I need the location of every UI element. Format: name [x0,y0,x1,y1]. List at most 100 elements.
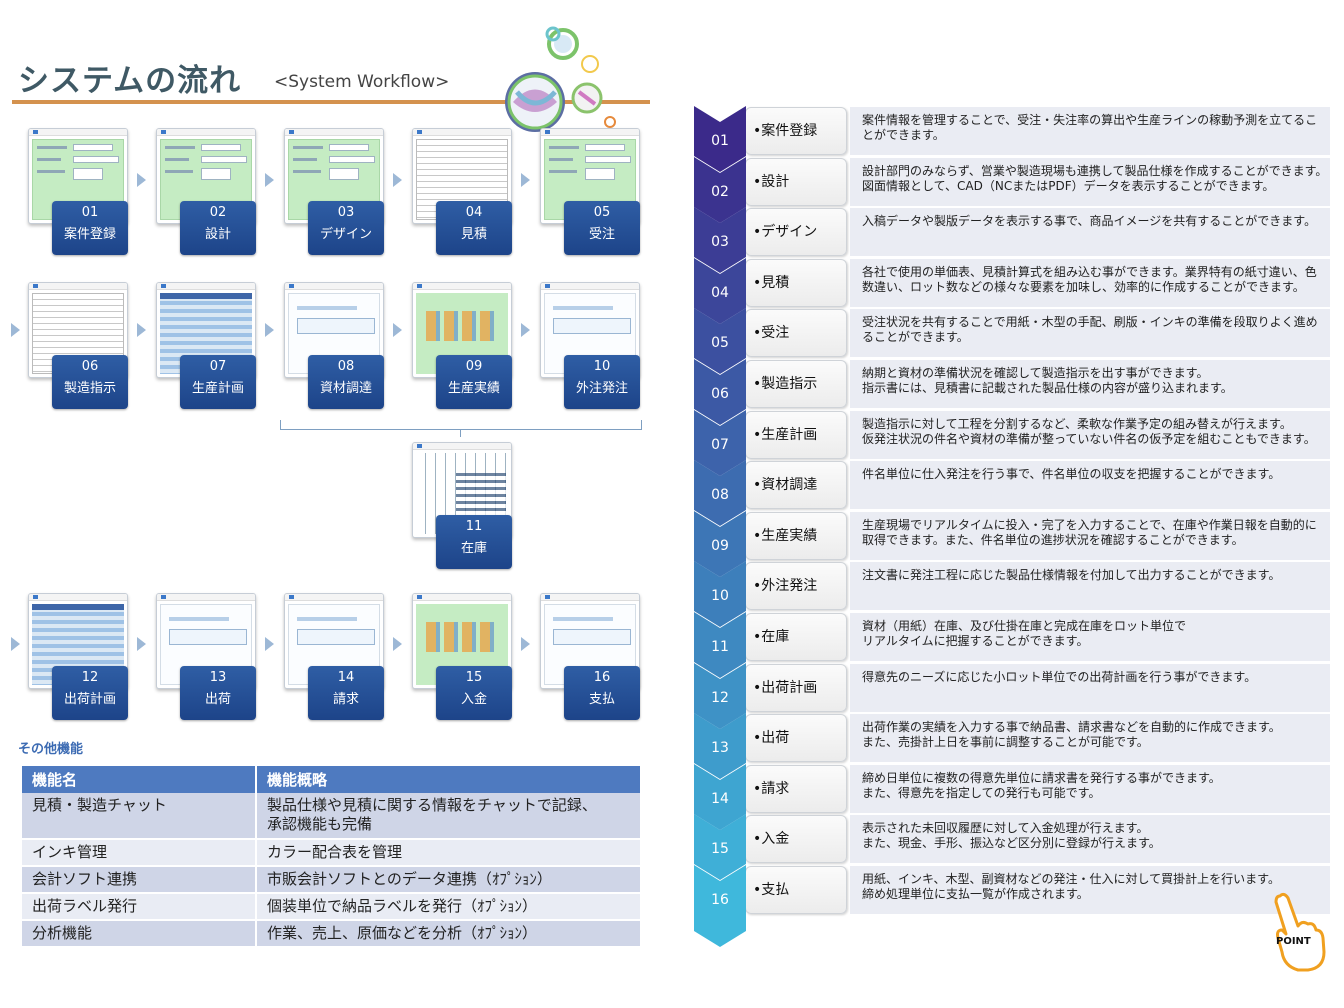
workflow-step-label: 見積 [460,227,487,242]
workflow-step-label: 在庫 [460,541,487,556]
step-number: 14 [711,790,729,807]
step-row-09[interactable]: 09•生産実績生産現場でリアルタイムに投入・完了を入力することで、在庫や作業日報… [694,510,1330,577]
workflow-step-label: 外注発注 [575,381,628,396]
flow-arrow-icon [521,637,530,651]
page-title: システムの流れ [18,63,242,99]
step-description: 件名単位に仕入発注を行う事で、件名単位の収支を把握することができます。 [850,461,1330,510]
step-description: 出荷作業の実績を入力する事で納品書、請求書などを自動的に作成できます。また、売掛… [850,714,1330,763]
step-row-08[interactable]: 08•資材調達件名単位に仕入発注を行う事で、件名単位の収支を把握することができま… [694,460,1330,527]
function-name-cell: 見積・製造チャット [22,793,257,840]
step-row-04[interactable]: 04•見積各社で使用の単価表、見積計算式を組み込む事ができます。業界特有の紙寸違… [694,257,1330,324]
workflow-step-08[interactable]: 08 資材調達 [284,282,388,409]
step-row-12[interactable]: 12•出荷計画得意先のニーズに応じた小ロット単位での出荷計画を行う事ができます。 [694,662,1330,729]
workflow-step-list: 01•案件登録案件情報を管理することで、受注・失注率の算出や生産ラインの稼動予測… [694,106,1330,947]
flow-arrow-icon [137,637,146,651]
step-chevron: 11 [694,612,746,684]
step-description: 注文書に発注工程に応じた製品仕様情報を付加して出力することができます。 [850,562,1330,611]
flow-arrow-icon [137,323,146,337]
step-description: 表示された未回収履歴に対して入金処理が行えます。また、現金、手形、振込など区分別… [850,815,1330,864]
step-number: 10 [711,588,729,605]
workflow-step-number: 16 [593,670,611,685]
step-number: 09 [711,537,729,554]
step-chevron: 16 [694,865,746,951]
step-row-11[interactable]: 11•在庫資材（用紙）在庫、及び仕掛在庫と完成在庫をロット単位でリアルタイムに把… [694,612,1330,678]
workflow-step-label: 請求 [332,692,359,707]
step-row-15[interactable]: 15•入金表示された未回収履歴に対して入金処理が行えます。また、現金、手形、振込… [694,814,1330,881]
workflow-step-label: 受注 [588,227,615,242]
step-description: 入稿データや製版データを表示する事で、商品イメージを共有することができます。 [850,208,1330,257]
step-chevron: 05 [694,308,746,380]
step-row-16[interactable]: 16•支払用紙、インキ、木型、副資材などの発注・仕入に対して買掛計上を行います。… [694,865,1330,947]
workflow-step-number: 11 [465,519,483,534]
flow-arrow-icon [521,323,530,337]
table-row: 会計ソフト連携市販会計ソフトとのデータ連携（ｵﾌﾟｼｮﾝ） [22,866,642,894]
column-header-function-name: 機能名 [22,766,257,793]
step-number: 02 [711,183,729,200]
step-name: •出荷 [745,714,847,763]
workflow-step-label: 資材調達 [319,381,372,396]
step-description: 締め日単位に複数の得意先単位に請求書を発行する事ができます。また、得意先を指定し… [850,764,1330,813]
step-number: 01 [711,133,729,149]
column-header-function-summary: 機能概略 [256,766,642,793]
workflow-step-11[interactable]: 11 在庫 [412,442,516,569]
step-chevron: 03 [694,207,746,279]
workflow-step-label: 出荷 [204,692,231,707]
workflow-step-label: 製造指示 [63,381,116,396]
flow-arrow-icon [393,173,402,187]
step-number: 05 [711,335,729,352]
step-row-01[interactable]: 01•案件登録案件情報を管理することで、受注・失注率の算出や生産ラインの稼動予測… [694,106,1330,172]
step-row-13[interactable]: 13•出荷出荷作業の実績を入力する事で納品書、請求書などを自動的に作成できます。… [694,713,1330,780]
step-row-03[interactable]: 03•デザイン入稿データや製版データを表示する事で、商品イメージを共有することが… [694,207,1330,274]
step-number: 11 [711,639,729,655]
workflow-step-number: 05 [593,205,611,220]
flow-arrow-icon [393,323,402,337]
function-name-cell: 会計ソフト連携 [22,866,257,894]
workflow-screenshot-thumbnail [412,282,512,378]
step-name: •案件登録 [745,107,847,155]
workflow-step-05[interactable]: 05 受注 [540,128,644,255]
step-description: 納期と資材の準備状況を確認して製造指示を出す事ができます。指示書には、見積書に記… [850,360,1330,408]
step-row-10[interactable]: 10 •外注発注注文書に発注工程に応じた製品仕様情報を付加して出力することができま… [694,561,1330,628]
other-functions-title: その他機能 [18,742,84,757]
step-number: 12 [711,689,729,706]
step-row-14[interactable]: 14 •請求締め日単位に複数の得意先単位に請求書を発行する事ができます。また、得意… [694,763,1330,830]
step-row-05[interactable]: 05•受注受注状況を共有することで用紙・木型の手配、刷版・インキの準備を段取りよ… [694,308,1330,375]
step-row-02[interactable]: 02•設計設計部門のみならず、営業や製造現場も連携して製品仕様を作成することがで… [694,156,1330,223]
step-row-06[interactable]: 06•製造指示納期と資材の準備状況を確認して製造指示を出す事ができます。指示書に… [694,359,1330,425]
step-description: 得意先のニーズに応じた小ロット単位での出荷計画を行う事ができます。 [850,663,1330,712]
step-name: •支払 [745,866,847,914]
step-name: •製造指示 [745,360,847,408]
step-name: •外注発注 [745,562,847,611]
step-chevron: 04 [694,257,746,330]
workflow-step-06[interactable]: 06 製造指示 [28,282,132,409]
step-row-07[interactable]: 07•生産計画製造指示に対して工程を分割するなど、柔軟な作業予定の組み替えが行え… [694,409,1330,476]
workflow-step-number: 08 [337,359,355,374]
workflow-step-number: 06 [81,359,99,374]
function-summary-cell: 個装単位で納品ラベルを発行（ｵﾌﾟｼｮﾝ） [256,893,642,921]
workflow-step-label: 案件登録 [63,227,116,242]
workflow-screenshot-thumbnail [540,128,640,224]
workflow-step-label: 設計 [204,227,231,242]
step-name: •請求 [745,764,847,813]
function-summary-cell: 作業、売上、原価などを分析（ｵﾌﾟｼｮﾝ） [256,920,642,948]
step-chevron: 01 [694,106,746,178]
step-number: 04 [711,284,729,301]
workflow-step-label: 生産実績 [447,381,500,396]
step-chevron: 02 [694,156,746,229]
